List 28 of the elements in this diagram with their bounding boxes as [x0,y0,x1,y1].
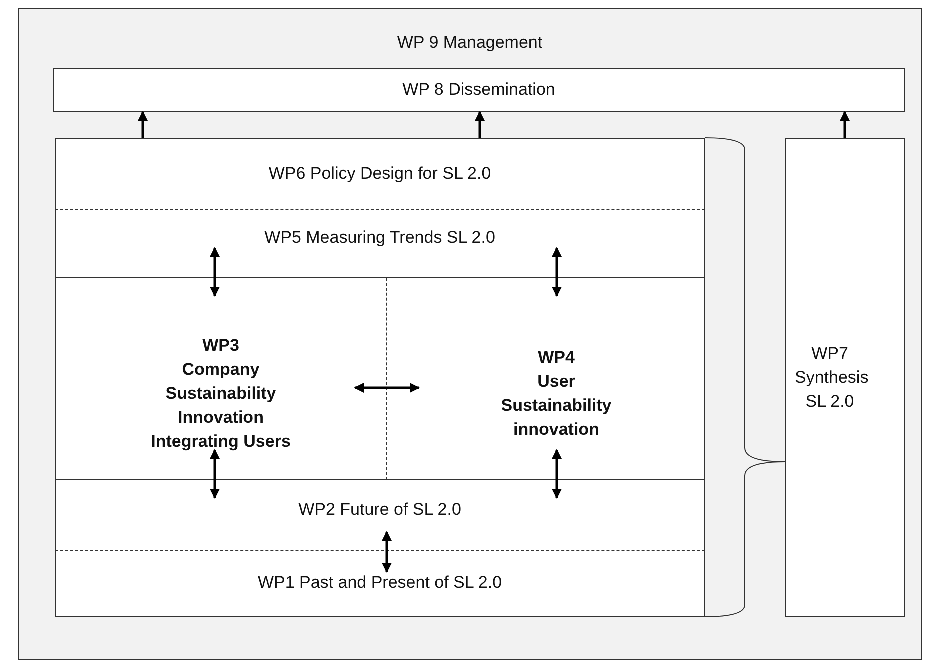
work-package-label: WP4 [537,346,576,368]
work-package-box [387,278,705,480]
work-package-box [55,138,705,210]
work-package-label: WP5 Measuring Trends SL 2.0 [264,227,496,249]
work-package-label: User Sustainability innovation [500,370,613,440]
arrow [552,247,562,297]
work-package-box [55,480,705,551]
work-package-box [785,138,905,617]
arrow [354,383,420,393]
work-package-label: WP6 Policy Design for SL 2.0 [268,163,492,185]
work-package-box [55,210,705,278]
management-frame [18,8,922,660]
arrow [552,449,562,499]
arrow [475,111,485,138]
work-package-label: WP 8 Dissemination [402,79,556,101]
arrow [382,531,392,573]
work-package-label: WP3 [202,334,240,356]
arrow [840,111,850,138]
arrow [138,111,148,138]
work-package-label: WP2 Future of SL 2.0 [298,499,462,521]
work-package-label: WP1 Past and Present of SL 2.0 [258,572,502,594]
dissemination-box [53,68,905,112]
work-package-label: WP 9 Management [397,32,543,54]
work-package-box [55,551,705,617]
work-package-box [55,278,387,480]
arrow [210,449,220,499]
work-package-label: Company Sustainability Innovation Integrating Users [150,358,292,453]
arrow [210,247,220,297]
